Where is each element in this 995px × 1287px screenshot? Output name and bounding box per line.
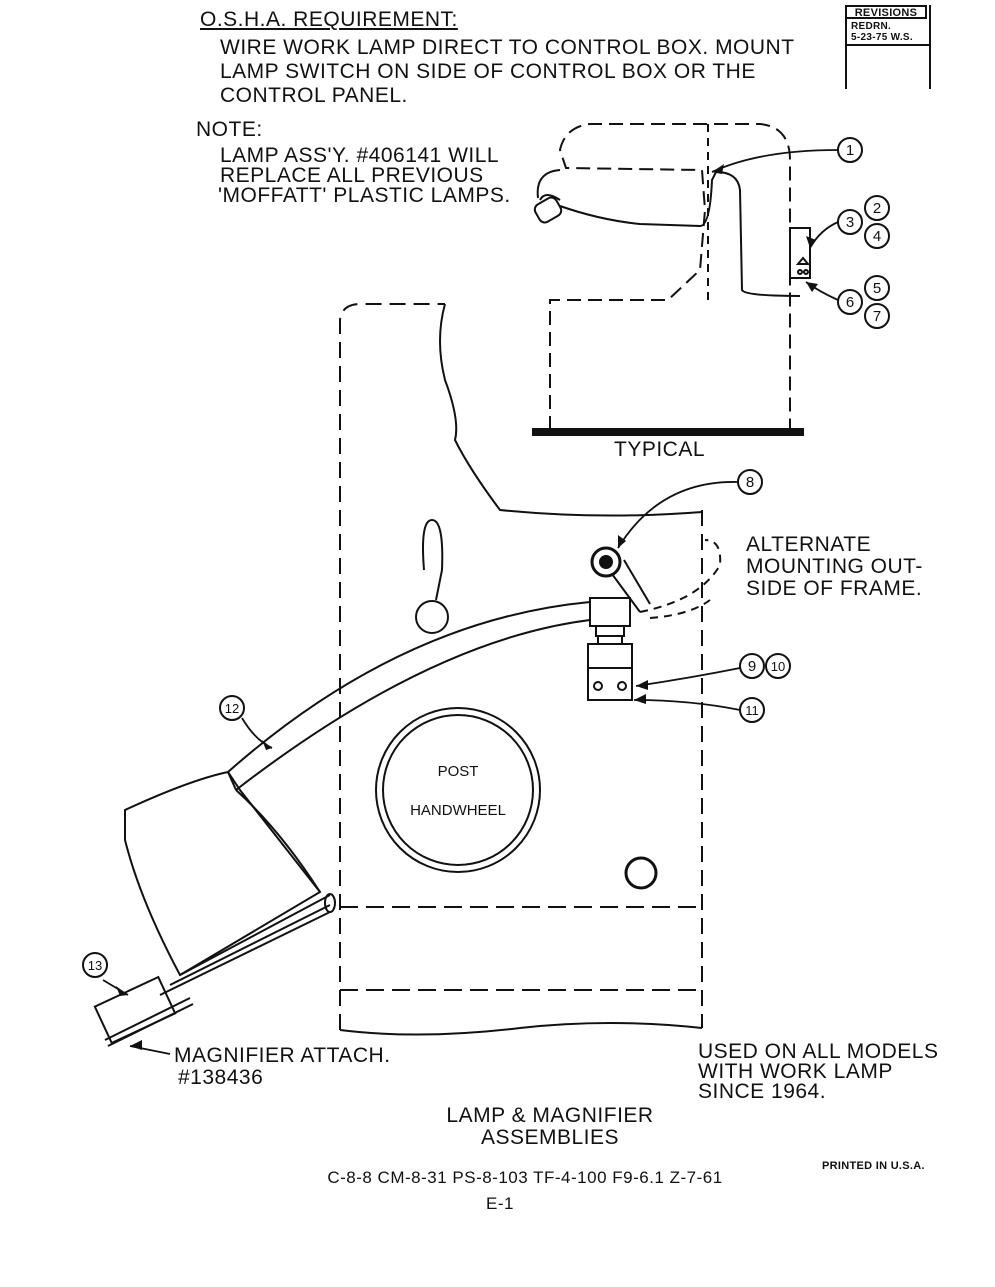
note-line-2: REPLACE ALL PREVIOUS [220,164,484,187]
used-on-line-1: USED ON ALL MODELS [698,1040,939,1063]
callout-text-5: 5 [873,280,881,297]
callout-text-3: 3 [846,214,854,231]
osha-requirement-line-1: WIRE WORK LAMP DIRECT TO CONTROL BOX. MO… [220,36,795,59]
typical-view [532,123,811,436]
alternate-line-2: MOUNTING OUT- [746,555,923,578]
callout-8 [737,469,763,495]
callout-text-2: 2 [873,200,881,217]
callout-text-1: 1 [846,142,854,159]
main-view [93,303,722,1047]
revisions-title: REVISIONS [845,5,927,19]
osha-requirement-line-2: LAMP SWITCH ON SIDE OF CONTROL BOX OR TH… [220,60,756,83]
callout-9 [739,653,765,679]
leader-arrows [116,164,818,1050]
callouts [82,137,890,978]
typical-label: TYPICAL [614,438,706,461]
callout-12 [219,695,245,721]
typical-lamp-head [533,196,563,224]
note-title: NOTE: [196,118,263,141]
magnifier-strip [159,894,331,996]
callout-text-11: 11 [745,703,759,718]
typical-switch-box [789,227,811,279]
post-handwheel [375,707,541,873]
break-line-bottom [339,1022,703,1036]
alternate-line-1: ALTERNATE [746,533,872,556]
model-codes: C-8-8 CM-8-31 PS-8-103 TF-4-100 F9-6.1 Z… [327,1168,723,1187]
mount-knob [590,546,622,578]
magnifier-line-1: MAGNIFIER ATTACH. [174,1044,391,1067]
lamp-arm [227,601,591,791]
frame-outline [339,303,445,1030]
callout-text-4: 4 [873,228,881,245]
revisions-line-2: 5-23-75 W.S. [851,32,913,43]
typical-lamp-cord [536,169,561,199]
break-line-top [439,303,703,517]
callout-text-6: 6 [846,294,854,311]
magnifier-line-2: #138436 [178,1066,264,1089]
callout-1 [837,137,863,163]
callout-3 [837,209,863,235]
callout-11 [739,697,765,723]
revisions-divider [845,44,929,46]
drawing-title-line-1: LAMP & MAGNIFIER [446,1104,654,1127]
callout-2 [864,195,890,221]
mount-arm [611,559,651,613]
osha-requirement-title: O.S.H.A. REQUIREMENT: [200,8,458,31]
used-on-line-3: SINCE 1964. [698,1080,827,1103]
callout-text-9: 9 [748,658,756,675]
lever-knob [415,600,449,634]
callout-10 [765,653,791,679]
typical-machine-outline [549,123,791,430]
callout-4 [864,223,890,249]
note-line-1: LAMP ASS'Y. #406141 WILL [220,144,500,167]
page-number: E-1 [486,1194,514,1213]
handwheel-label: HANDWHEEL [410,802,506,819]
note-line-3: 'MOFFATT' PLASTIC LAMPS. [218,184,511,207]
lever [422,518,444,601]
callout-text-10: 10 [771,659,785,674]
swivel-block [589,597,631,627]
revisions-line-1: REDRN. [851,21,892,32]
callout-text-8: 8 [746,474,754,491]
printed-in-usa: PRINTED IN U.S.A. [822,1160,925,1172]
typical-base [532,428,804,436]
revisions-box [845,5,931,89]
callout-text-7: 7 [873,308,881,325]
drawing-title-line-2: ASSEMBLIES [480,1126,620,1149]
post-label: POST [438,763,479,780]
typical-lamp-cable [559,170,801,297]
callout-text-12: 12 [225,701,239,716]
callout-7 [864,303,890,329]
alternate-mount-arm [639,539,722,619]
mount-bracket [587,643,633,701]
alternate-line-3: SIDE OF FRAME. [746,577,923,600]
callout-13 [82,952,108,978]
frame-hole [624,856,658,890]
osha-requirement-line-3: CONTROL PANEL. [220,84,408,107]
leader-lines [102,149,839,1055]
lamp-shade [124,770,322,977]
callout-5 [864,275,890,301]
callout-numbers: 1 2 3 4 5 6 7 8 9 10 11 12 13 [88,142,881,973]
callout-6 [837,289,863,315]
used-on-line-2: WITH WORK LAMP [698,1060,893,1083]
callout-text-13: 13 [88,958,102,973]
